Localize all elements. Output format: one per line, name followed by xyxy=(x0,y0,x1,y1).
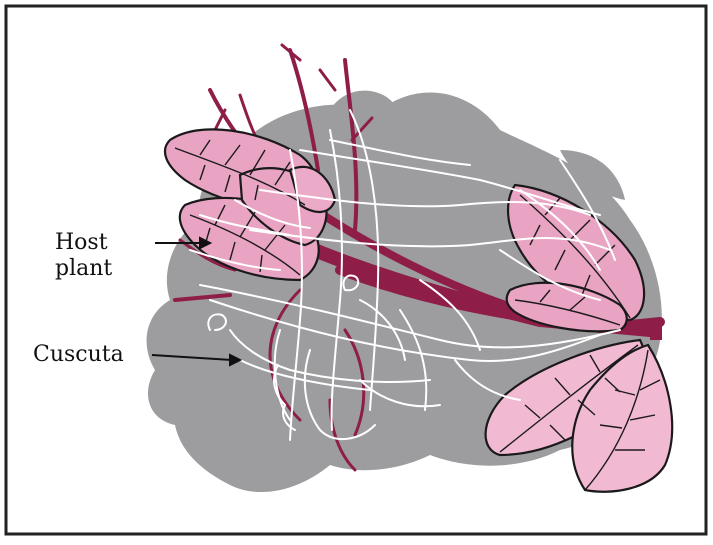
host-plant-label-line1: Host xyxy=(55,230,112,256)
host-plant-label: Host plant xyxy=(55,230,112,282)
cuscuta-label: Cuscuta xyxy=(33,342,124,368)
stem-tip xyxy=(650,318,662,340)
host-plant-label-line2: plant xyxy=(55,256,112,282)
